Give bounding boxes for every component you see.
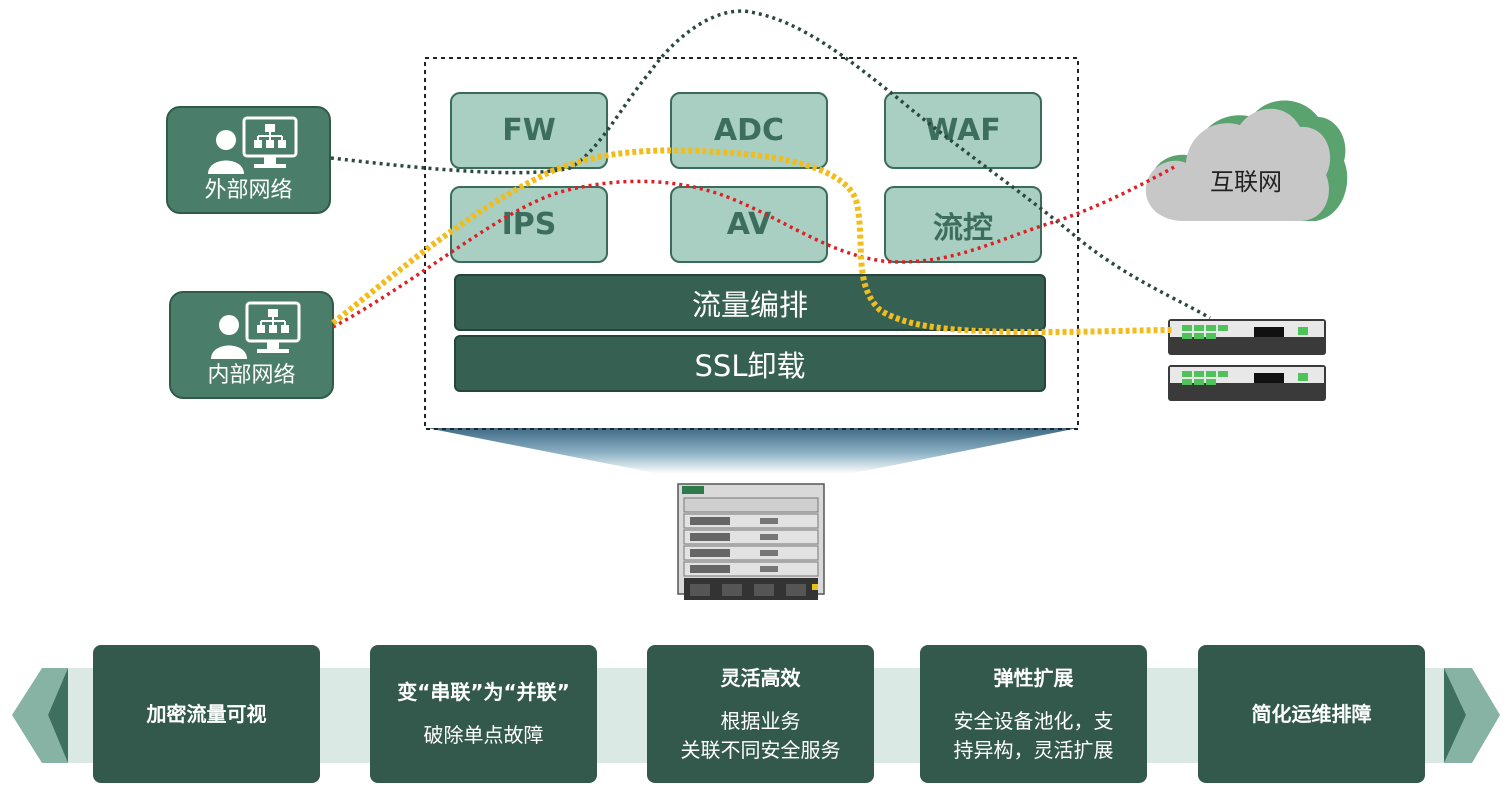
feature-card-simplified-ops: 简化运维排障 <box>1198 645 1425 783</box>
feature-title: 弹性扩展 <box>993 665 1074 690</box>
feature-desc: 破除单点故障 <box>423 723 544 747</box>
service-flow-control: 流控 <box>884 186 1042 263</box>
right-chevron-inner <box>1444 668 1466 763</box>
rack-server-icon <box>1168 319 1326 401</box>
external-network-box: 外部网络 <box>166 106 331 214</box>
feature-card-parallel: 变“串联”为“并联” 破除单点故障 <box>370 645 597 783</box>
feature-title: 灵活高效 <box>720 665 801 690</box>
service-ips: IPS <box>450 186 608 263</box>
user-monitor-icon <box>211 301 301 359</box>
user-monitor-icon <box>208 116 298 174</box>
feature-title: 变“串联”为“并联” <box>397 680 570 704</box>
service-waf: WAF <box>884 92 1042 169</box>
cloud-icon <box>1145 100 1348 221</box>
internal-network-label: 内部网络 <box>207 363 296 388</box>
feature-title: 加密流量可视 <box>146 701 267 726</box>
external-network-label: 外部网络 <box>204 178 293 203</box>
chassis-switch-icon <box>677 483 825 600</box>
service-fw: FW <box>450 92 608 169</box>
feature-card-elastic: 弹性扩展 安全设备池化，支 持异构，灵活扩展 <box>920 645 1147 783</box>
feature-card-flexible: 灵活高效 根据业务 关联不同安全服务 <box>647 645 874 783</box>
traffic-orchestration-layer: 流量编排 <box>454 274 1046 331</box>
feature-title: 简化运维排障 <box>1251 701 1372 726</box>
feature-desc: 安全设备池化，支 持异构，灵活扩展 <box>953 708 1114 762</box>
ssl-offload-layer: SSL卸载 <box>454 335 1046 392</box>
service-adc: ADC <box>670 92 828 169</box>
right-chevron-icon <box>1444 668 1500 763</box>
left-chevron-icon <box>12 668 68 763</box>
internet-label: 互联网 <box>1210 168 1282 196</box>
internal-network-box: 内部网络 <box>169 291 334 399</box>
feature-card-encrypted-traffic: 加密流量可视 <box>93 645 320 783</box>
funnel-shadow <box>427 428 1078 474</box>
feature-desc: 根据业务 关联不同安全服务 <box>680 708 841 762</box>
left-chevron-inner <box>48 668 68 763</box>
service-av: AV <box>670 186 828 263</box>
